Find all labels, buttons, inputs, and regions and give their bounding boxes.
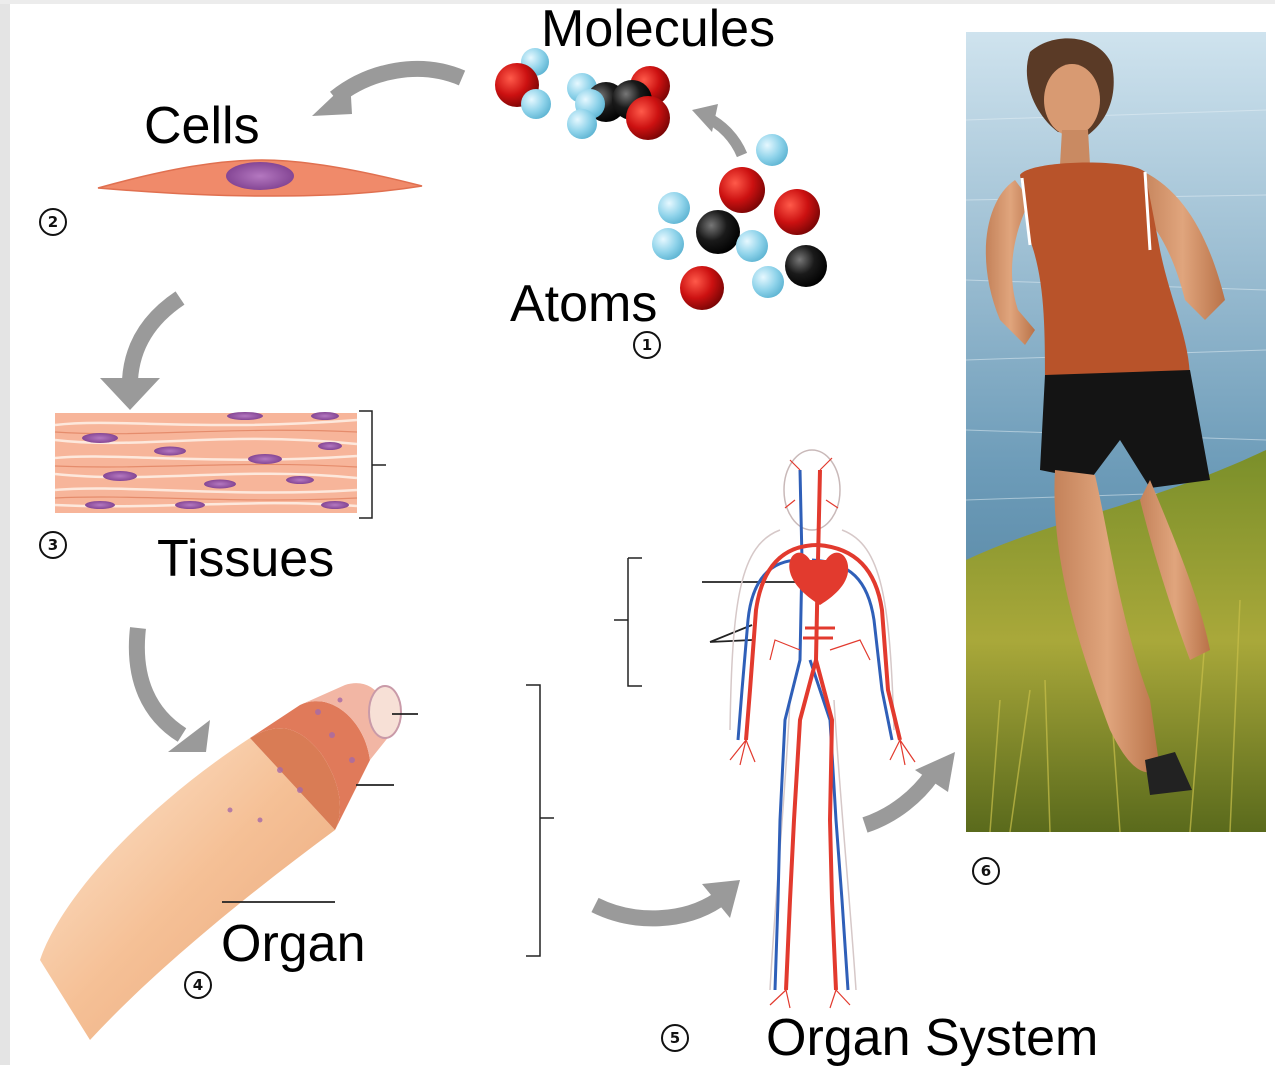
step-number-atoms: 1 [633,331,661,359]
organ-label: Organ [221,918,366,970]
atoms-label: Atoms [510,278,657,330]
arrow-molecules-to-cells [312,69,462,116]
organ-illustration [40,683,554,1040]
tissues-label: Tissues [157,533,334,585]
step-number-tissues: 3 [39,531,67,559]
arrow-organ-system-to-organism [865,752,955,825]
organ-system-label: Organ System [766,1012,1098,1064]
step-number-cells: 2 [39,208,67,236]
arrow-tissues-to-organ [137,628,210,752]
organism-photo [966,32,1266,832]
molecules-label: Molecules [541,3,775,55]
arrow-organ-to-organ-system [595,880,740,918]
tissue-illustration [55,411,386,518]
atoms-illustration [652,134,827,310]
arrow-atoms-to-molecules [692,104,742,155]
cell-illustration [98,160,422,196]
step-number-organ-system: 5 [661,1024,689,1052]
cells-label: Cells [144,100,260,152]
step-number-organ: 4 [184,971,212,999]
molecules-illustration [495,48,670,140]
arrow-cells-to-tissues [100,298,180,410]
step-number-organism: 6 [972,857,1000,885]
